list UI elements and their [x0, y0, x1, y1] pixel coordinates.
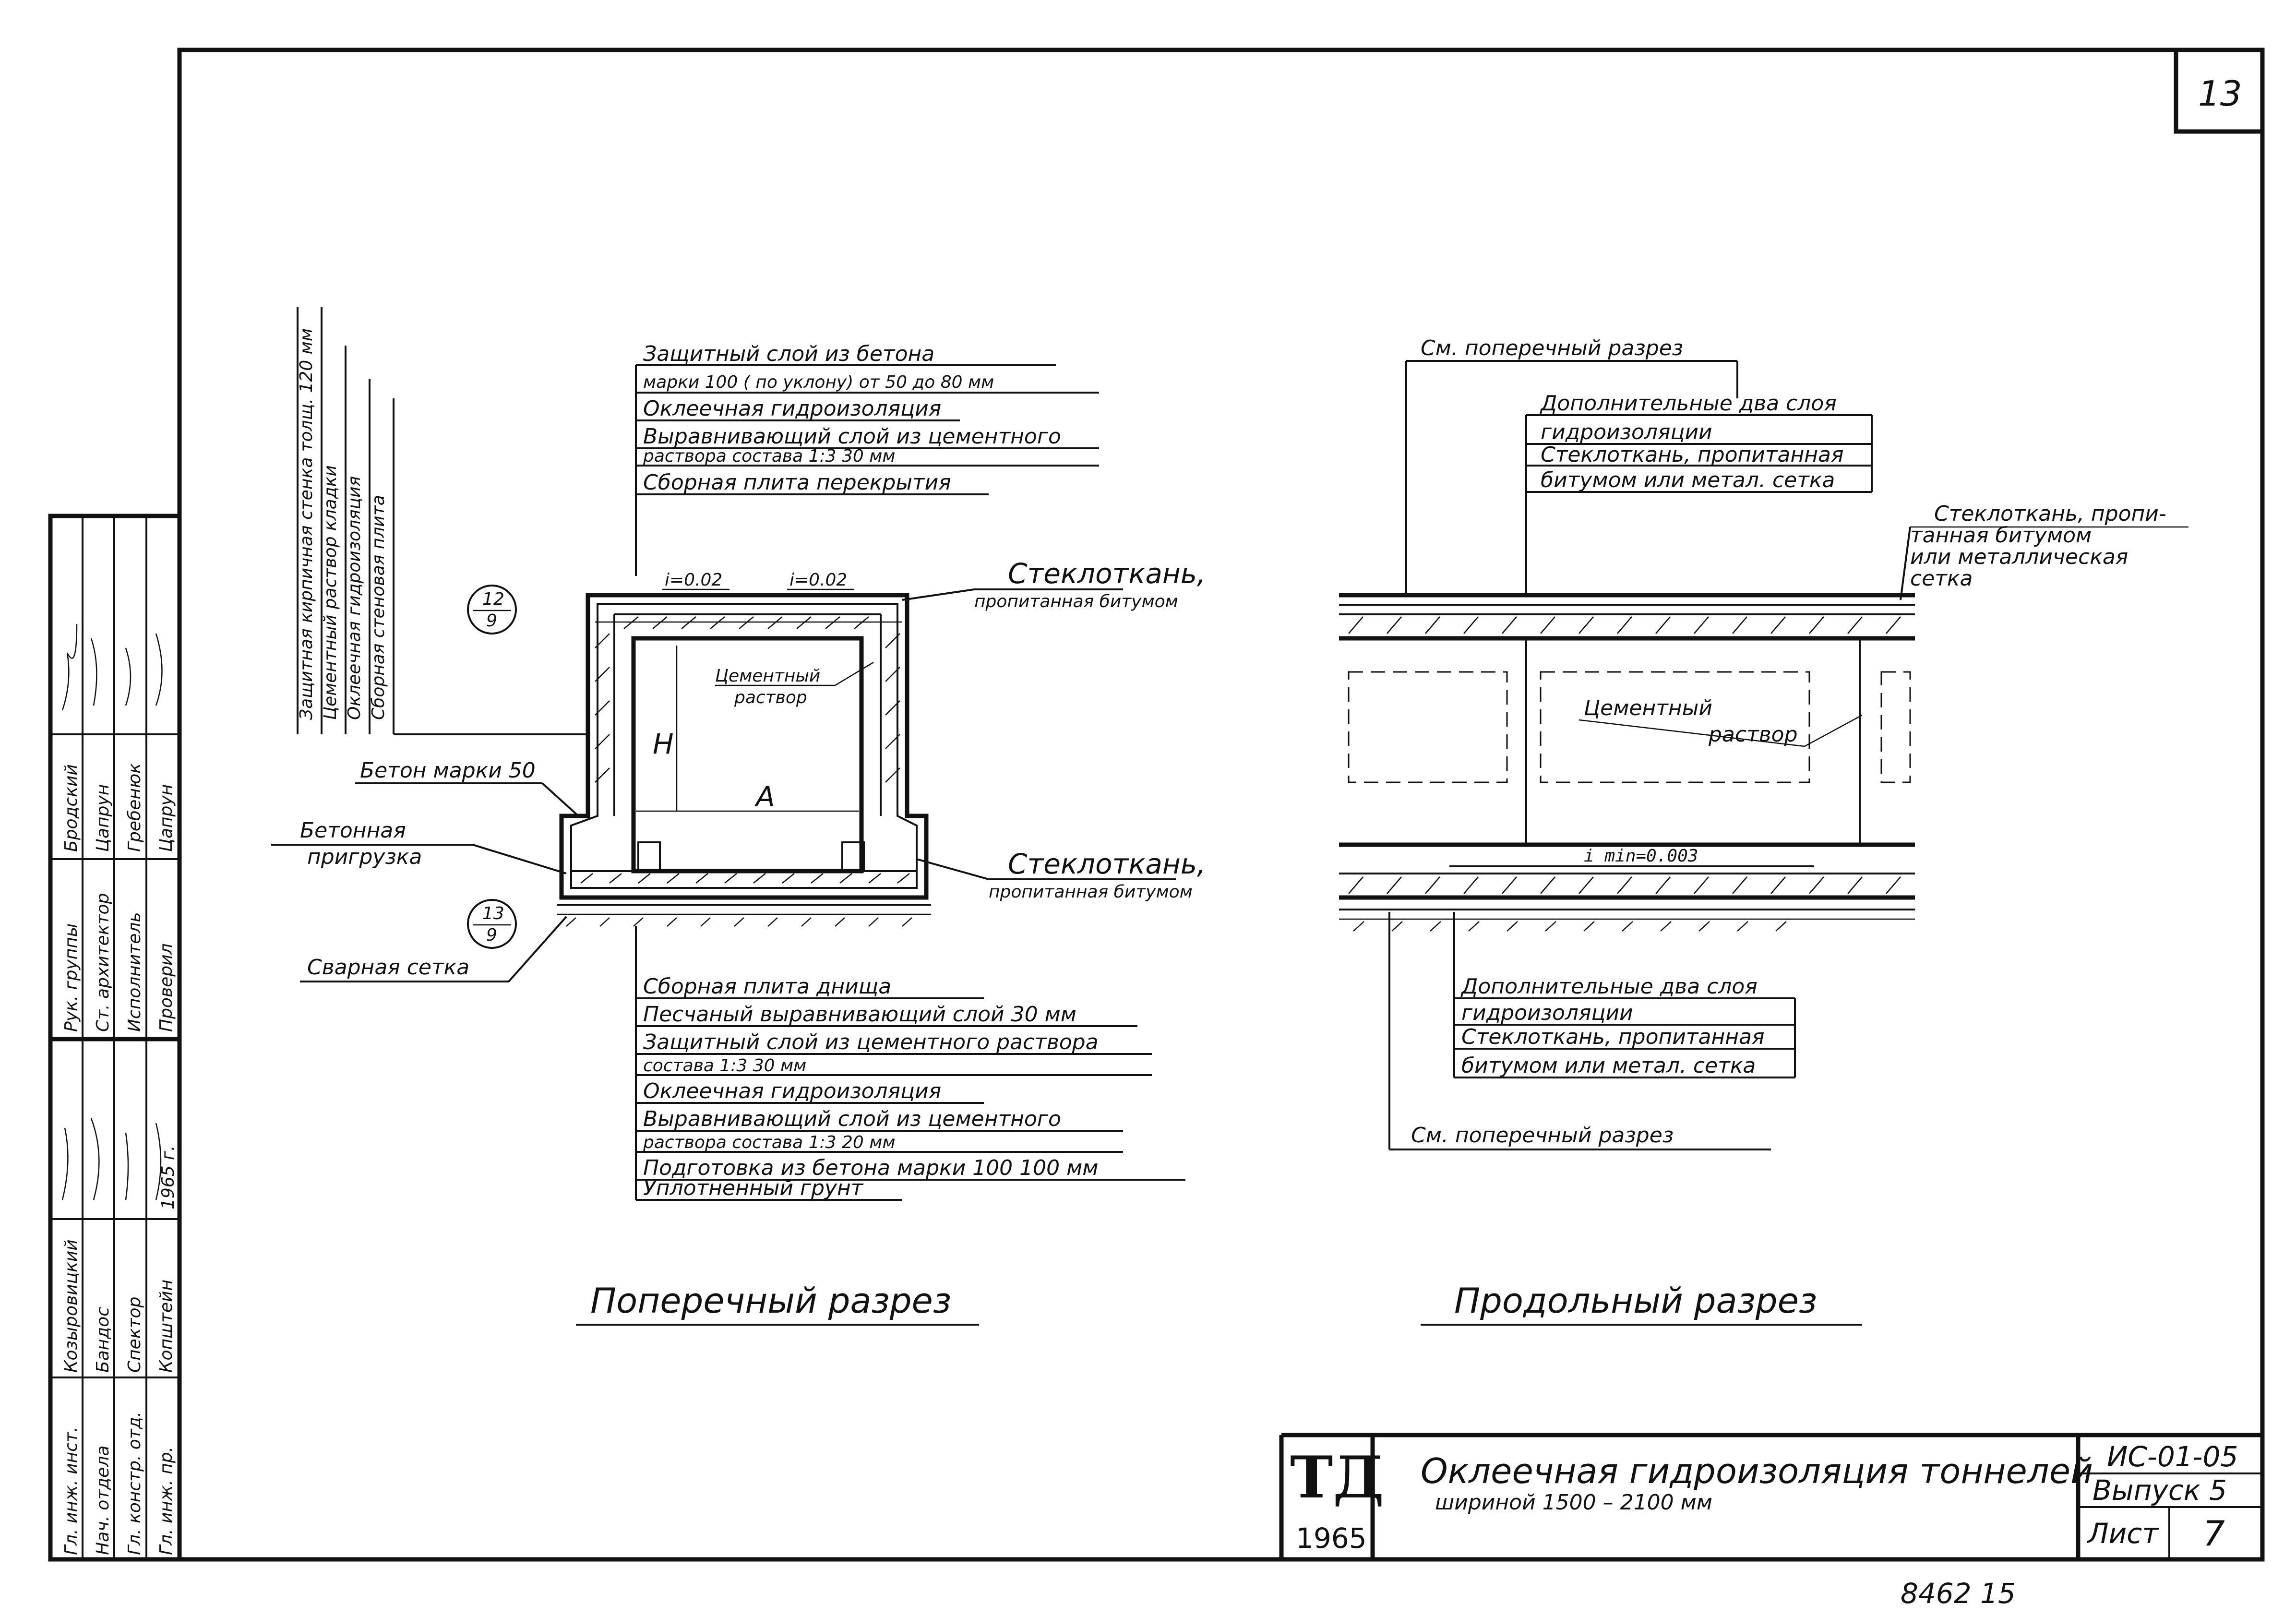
cross-bot-label-3: Защитный слой из цементного раствора	[643, 1030, 1099, 1054]
beton-prigruzka-2: пригрузка	[307, 845, 422, 869]
sheet-title-2: шириной 1500 – 2100 мм	[1435, 1490, 1712, 1515]
ref-bot-num: 13	[482, 904, 504, 923]
stamp2-name-2: Цапрун	[93, 784, 113, 852]
beton-prigruzka-1: Бетонная	[300, 818, 406, 843]
sheet-frame	[50, 48, 2265, 1562]
longi-top-label-3: Стеклоткань, пропитанная	[1541, 443, 1843, 467]
stamp-name-3: Спектор	[125, 1297, 144, 1373]
cross-top-label-5: раствора состава 1:3 30 мм	[643, 446, 896, 466]
svarnaya-label: Сварная сетка	[307, 955, 469, 980]
ref-bot-den: 9	[486, 925, 497, 945]
cross-bot-label-1: Сборная плита днища	[643, 974, 891, 999]
dim-a: A	[754, 780, 775, 813]
sheet-title-1: Оклеечная гидроизоляция тоннелей	[1421, 1451, 2093, 1491]
longi-cement-1: Цементный	[1584, 696, 1712, 720]
longi-title: Продольный разрез	[1454, 1281, 1817, 1321]
cross-bottom-labels: Сборная плита днища Песчаный выравнивающ…	[635, 926, 1185, 1201]
dim-h: H	[653, 728, 674, 760]
title-block	[1279, 1433, 2262, 1559]
longi-cement-2: раствор	[1708, 722, 1798, 747]
longi-imin: i min=0.003	[1584, 846, 1698, 866]
longi-top-label-4: битумом или метал. сетка	[1541, 468, 1835, 492]
stamp2-role-3: Исполнитель	[125, 912, 144, 1032]
longi-bot-label-4: битумом или метал. сетка	[1461, 1053, 1756, 1078]
cross-bot-label-9: Уплотненный грунт	[643, 1176, 864, 1200]
ref-top-num: 12	[482, 589, 504, 609]
cross-top-labels: Защитный слой из бетона марки 100 ( по у…	[635, 342, 1099, 576]
stamp2-role-2: Ст. архитектор	[93, 893, 113, 1032]
longi-right-3: или металлическая	[1910, 545, 2128, 569]
cross-vertical-leaders: Защитная кирпичная стенка толщ. 120 мм Ц…	[297, 307, 590, 735]
channel-section	[557, 593, 931, 927]
cross-cement-1: Цементный	[715, 666, 820, 686]
stamp2-name-4: Цапрун	[156, 784, 176, 852]
cross-bot-label-4: состава 1:3 30 мм	[643, 1056, 806, 1076]
stamp-date-year: 1965 г.	[158, 1146, 178, 1209]
sheet-code: ИС-01-05	[2107, 1440, 2238, 1473]
steklo-top-1: Стеклоткань,	[1008, 557, 1206, 590]
vlabel-1: Защитная кирпичная стенка толщ. 120 мм	[297, 328, 316, 720]
cross-bot-label-2: Песчаный выравнивающий слой 30 мм	[643, 1002, 1076, 1027]
steklo-bot-1: Стеклоткань,	[1008, 848, 1206, 880]
longi-bot-label-2: гидроизоляции	[1461, 1001, 1633, 1025]
longi-right-4: сетка	[1910, 566, 1973, 591]
stamp2-name-1: Бродский	[61, 764, 81, 852]
cross-top-label-6: Сборная плита перекрытия	[643, 470, 951, 495]
slope-left: i=0.02	[665, 570, 722, 590]
ref-circle-bottom	[467, 899, 517, 949]
cross-top-label-1: Защитный слой из бетона	[643, 342, 934, 366]
cross-bot-label-8: Подготовка из бетона марки 100 100 мм	[643, 1156, 1099, 1180]
beton-marki-label: Бетон марки 50	[360, 758, 536, 783]
logo-year: 1965	[1296, 1522, 1367, 1555]
longi-bot-label-3: Стеклоткань, пропитанная	[1461, 1025, 1764, 1049]
longitudinal-section: См. поперечный разрез Дополнительные два…	[1339, 336, 2188, 1326]
vlabel-4: Сборная стеновая плита	[369, 495, 388, 720]
stamp-role-3: Гл. констр. отд.	[125, 1412, 144, 1555]
sheet-no: 7	[2203, 1513, 2225, 1554]
steklo-bot-2: пропитанная битумом	[989, 882, 1193, 902]
slope-right: i=0.02	[789, 570, 847, 590]
stamp-role-4: Гл. инж. пр.	[156, 1447, 176, 1555]
cross-bot-label-6: Выравнивающий слой из цементного	[643, 1107, 1061, 1131]
logo-letters: ТД	[1290, 1444, 1384, 1511]
cross-cement-2: раствор	[734, 688, 807, 707]
cross-bot-label-5: Оклеечная гидроизоляция	[643, 1079, 941, 1103]
cross-top-label-3: Оклеечная гидроизоляция	[643, 396, 941, 421]
cross-top-label-2: марки 100 ( по уклону) от 50 до 80 мм	[643, 372, 994, 392]
cross-title: Поперечный разрез	[590, 1281, 951, 1321]
steklo-top-2: пропитанная битумом	[974, 592, 1178, 611]
stamp-role-1: Гл. инж. инст.	[61, 1427, 81, 1555]
sheet-label: Лист	[2087, 1517, 2159, 1550]
stamp-signatures	[61, 623, 163, 1200]
ref-top-den: 9	[486, 611, 497, 631]
sheet-number: 13	[2198, 73, 2242, 114]
stamp2-role-4: Проверил	[156, 943, 176, 1032]
stamp-name-4: Копштейн	[156, 1280, 176, 1373]
stamp-name-2: Бандос	[93, 1307, 113, 1373]
left-stamp	[48, 514, 182, 1562]
bottom-mark: 8462 15	[1901, 1577, 2016, 1610]
longi-see-top: См. поперечный разрез	[1421, 336, 1683, 360]
stamp2-name-3: Гребенюк	[125, 763, 144, 852]
sheet-issue: Выпуск 5	[2093, 1474, 2227, 1507]
longi-bot-label-1: Дополнительные два слоя	[1460, 974, 1758, 999]
stamp-role-2: Нач. отдела	[93, 1446, 113, 1555]
stamp-name-1: Козыровицкий	[61, 1239, 81, 1373]
cross-bot-label-7: раствора состава 1:3 20 мм	[643, 1133, 896, 1152]
longi-top-label-2: гидроизоляции	[1541, 420, 1712, 444]
stamp-lower-block: Гл. инж. инст. Нач. отдела Гл. констр. о…	[61, 1146, 178, 1555]
longi-top-label-1: Дополнительные два слоя	[1540, 391, 1837, 416]
cross-section: Защитная кирпичная стенка толщ. 120 мм Ц…	[271, 307, 1206, 1326]
cross-top-label-4: Выравнивающий слой из цементного	[643, 424, 1061, 449]
vlabel-2: Цементный раствор кладки	[321, 465, 340, 720]
ref-circle-top	[467, 585, 517, 634]
longi-right-1: Стеклоткань, пропи-	[1934, 502, 2166, 526]
stamp-upper-block: Рук. группы Ст. архитектор Исполнитель П…	[61, 763, 176, 1032]
longi-see-bottom: См. поперечный разрез	[1411, 1123, 1674, 1148]
vlabel-3: Оклеечная гидроизоляция	[345, 476, 364, 720]
stamp2-role-1: Рук. группы	[61, 923, 81, 1032]
